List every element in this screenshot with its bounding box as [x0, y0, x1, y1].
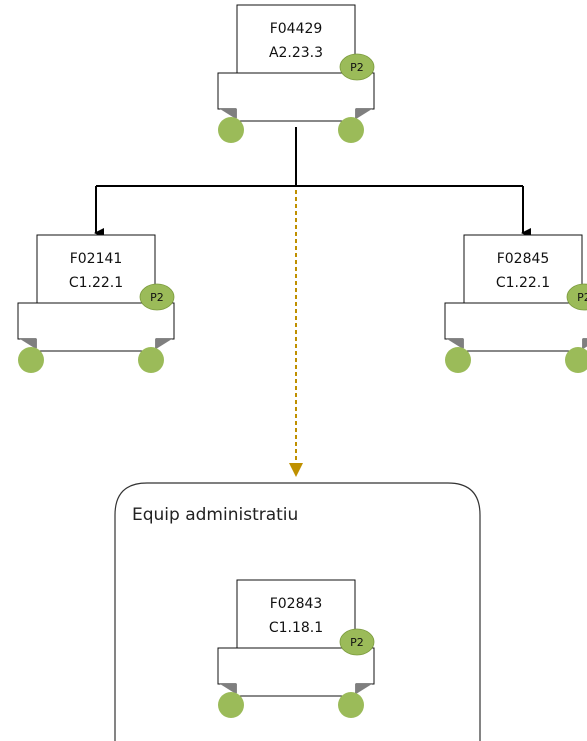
card-fold-left [20, 339, 36, 349]
position-role: C1.22.1 [69, 275, 123, 291]
wheel-right [338, 692, 364, 718]
card-paper [236, 4, 356, 74]
priority-badge-label: P2 [577, 291, 587, 304]
group-title: Equip administratiu [132, 505, 298, 525]
wheel-left [218, 692, 244, 718]
wheel-right [338, 117, 364, 143]
group-container: Equip administratiu [114, 482, 481, 741]
wheel-left [218, 117, 244, 143]
card-fold-left [220, 684, 236, 694]
wheel-right [138, 347, 164, 373]
priority-badge [339, 53, 375, 81]
priority-badge-label: P2 [150, 291, 164, 304]
card-paper [236, 579, 356, 649]
priority-badge-label: P2 [350, 61, 364, 74]
priority-badge [566, 283, 587, 311]
position-role: C1.22.1 [496, 275, 550, 291]
position-code: F02141 [70, 251, 123, 267]
position-role: C1.18.1 [269, 620, 323, 636]
card-base [17, 302, 175, 352]
position-role: A2.23.3 [269, 45, 323, 61]
priority-badge [339, 628, 375, 656]
wheel-left [445, 347, 471, 373]
card-fold-right [583, 339, 587, 349]
card-base [217, 72, 375, 122]
card-fold-right [356, 684, 372, 694]
wheel-left [18, 347, 44, 373]
position-code: F02845 [497, 251, 550, 267]
wheel-right [565, 347, 587, 373]
card-base [217, 647, 375, 697]
priority-badge-label: P2 [350, 636, 364, 649]
group-frame [114, 482, 481, 741]
card-base [444, 302, 587, 352]
position-cards: F04429A2.23.3P2F02141C1.22.1P2F02845C1.2… [17, 4, 587, 718]
card-fold-left [447, 339, 463, 349]
priority-badge [139, 283, 175, 311]
dashed-link-arrowhead [289, 463, 303, 477]
connectors [94, 127, 531, 477]
card-paper [36, 234, 156, 304]
card-fold-right [356, 109, 372, 119]
card-paper [463, 234, 583, 304]
card-fold-right [156, 339, 172, 349]
card-fold-left [220, 109, 236, 119]
position-code: F02843 [270, 596, 323, 612]
position-code: F04429 [270, 21, 323, 37]
